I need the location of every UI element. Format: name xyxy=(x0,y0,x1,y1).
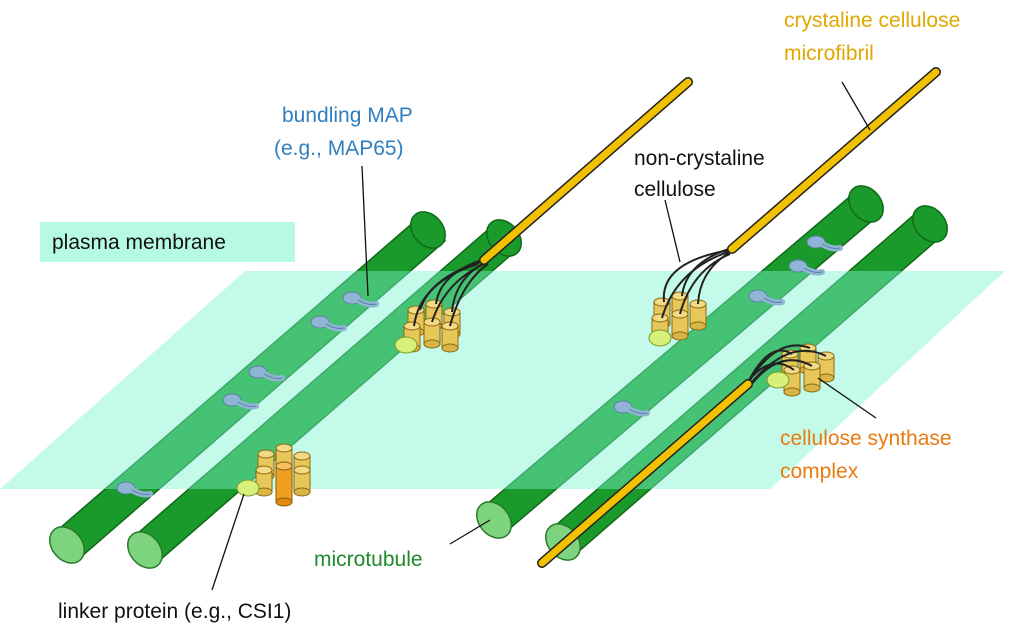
left-microtubule-1 xyxy=(49,211,447,564)
leader-bundling-map xyxy=(361,165,369,297)
leader-noncrystalline xyxy=(664,199,681,263)
right-microtubule-1 xyxy=(476,185,884,539)
leader-microtubule xyxy=(449,519,491,545)
crystalline-microfibril-right-top xyxy=(727,67,941,254)
bundling-map-label-line2: (e.g., MAP65) xyxy=(274,137,404,160)
plasma-membrane-label-box xyxy=(40,222,295,262)
noncrystalline-strands-right-lower xyxy=(745,344,827,387)
left-microtubule-2-end xyxy=(127,531,163,569)
synthase-label-line1: cellulose synthase xyxy=(780,427,952,450)
noncrystalline-label-line2: cellulose xyxy=(634,178,716,201)
noncrystalline-strands-left xyxy=(413,259,489,327)
leader-synthase xyxy=(817,377,877,419)
linker-label: linker protein (e.g., CSI1) xyxy=(58,600,291,623)
synthase-label-line2: complex xyxy=(780,460,859,483)
leader-linker xyxy=(211,493,245,591)
left-microtubule-1-end xyxy=(49,526,85,564)
noncrystalline-label-line1: non-crystaline xyxy=(634,147,765,170)
crystalline-label-line2: microfibril xyxy=(784,42,874,65)
csc-right-lower xyxy=(766,343,835,397)
plasma-membrane-label: plasma membrane xyxy=(52,231,226,254)
crystalline-label-line1: crystaline cellulose xyxy=(784,9,960,32)
noncrystalline-strands-right xyxy=(661,247,735,319)
microtubule-label: microtubule xyxy=(314,548,423,571)
csc-right-middle xyxy=(648,291,707,347)
right-microtubule-1-end xyxy=(476,501,512,539)
csc-left-bottom xyxy=(236,443,311,507)
bundling-map-label-line1: bundling MAP xyxy=(282,104,413,127)
leader-crystalline xyxy=(841,81,871,131)
csc-left-top xyxy=(394,299,461,354)
plasma-membrane-plane xyxy=(0,271,1005,489)
crystalline-microfibril-right-lower xyxy=(537,379,753,568)
crystalline-microfibril-left xyxy=(479,77,693,265)
